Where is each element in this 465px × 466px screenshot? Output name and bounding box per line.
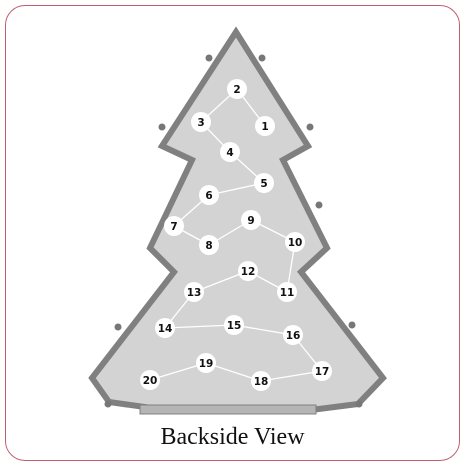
led-node: 16	[283, 325, 303, 345]
led-node-label: 14	[158, 323, 173, 335]
led-node: 12	[238, 261, 258, 281]
led-node-label: 10	[288, 237, 303, 249]
led-node: 19	[196, 353, 216, 373]
led-node-label: 5	[260, 178, 267, 190]
led-node: 13	[184, 282, 204, 302]
mounting-pin	[258, 54, 266, 62]
mounting-pins	[104, 54, 363, 408]
led-node: 5	[254, 173, 274, 193]
mounting-pin	[306, 123, 314, 131]
led-node-label: 1	[261, 121, 268, 133]
mounting-pin	[114, 323, 122, 331]
led-node-label: 17	[315, 366, 330, 378]
led-node: 11	[277, 282, 297, 302]
mounting-pin	[158, 123, 166, 131]
led-node-circle	[199, 185, 219, 205]
led-node-circle	[312, 361, 332, 381]
led-node-circle	[285, 232, 305, 252]
caption: Backside View	[160, 424, 305, 450]
led-node: 15	[224, 315, 244, 335]
led-node: 18	[251, 371, 271, 391]
tree-base	[139, 404, 317, 415]
led-node: 4	[220, 142, 240, 162]
led-node: 6	[199, 185, 219, 205]
led-node: 3	[191, 112, 211, 132]
led-node-circle	[196, 353, 216, 373]
led-node: 9	[241, 210, 261, 230]
led-node-label: 12	[241, 266, 256, 278]
led-node-circle	[199, 235, 219, 255]
led-node-circle	[251, 371, 271, 391]
mounting-pin	[205, 54, 213, 62]
led-node-circle	[164, 216, 184, 236]
led-node-label: 9	[247, 215, 254, 227]
led-node: 14	[155, 318, 175, 338]
led-node: 10	[285, 232, 305, 252]
led-node-circle	[191, 112, 211, 132]
mounting-pin	[348, 321, 356, 329]
led-node-circle	[184, 282, 204, 302]
led-node-circle	[224, 315, 244, 335]
led-node-label: 7	[170, 221, 177, 233]
wire-segment	[164, 324, 235, 329]
led-node-circle	[283, 325, 303, 345]
led-node-circle	[220, 142, 240, 162]
led-node: 17	[312, 361, 332, 381]
led-node-label: 15	[227, 320, 242, 332]
led-node: 7	[164, 216, 184, 236]
led-node-label: 6	[205, 190, 212, 202]
led-node: 1	[255, 116, 275, 136]
led-node-label: 18	[254, 376, 269, 388]
led-node-circle	[255, 116, 275, 136]
led-node: 20	[140, 370, 160, 390]
led-node-label: 4	[226, 147, 233, 159]
mounting-pin	[104, 400, 112, 408]
wire-segment	[260, 370, 323, 382]
led-node-label: 2	[233, 84, 240, 96]
led-node: 2	[227, 79, 247, 99]
led-node-circle	[155, 318, 175, 338]
led-node: 8	[199, 235, 219, 255]
led-node-label: 20	[143, 375, 158, 387]
led-node-label: 3	[197, 117, 204, 129]
led-node-circle	[277, 282, 297, 302]
led-node-circle	[241, 210, 261, 230]
led-node-circle	[238, 261, 258, 281]
led-node-circle	[227, 79, 247, 99]
mounting-pin	[355, 400, 363, 408]
led-node-label: 11	[280, 287, 295, 299]
led-node-label: 13	[187, 287, 202, 299]
led-node-label: 19	[199, 358, 214, 370]
led-node-circle	[140, 370, 160, 390]
led-node-circle	[254, 173, 274, 193]
mounting-pin	[315, 201, 323, 209]
led-node-label: 8	[205, 240, 212, 252]
led-node-label: 16	[286, 330, 301, 342]
